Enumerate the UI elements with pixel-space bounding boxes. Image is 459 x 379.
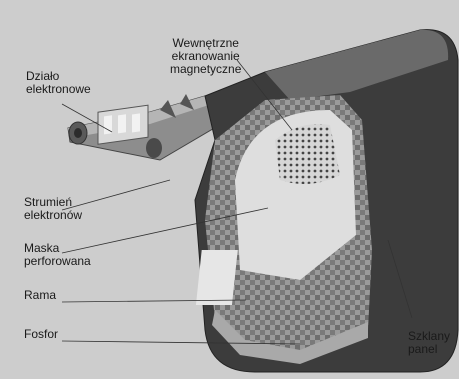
label-dzialo-elektronowe: Działo elektronowe (26, 70, 91, 96)
label-maska-perforowana: Maska perforowana (24, 242, 91, 268)
label-rama: Rama (24, 289, 56, 302)
frame (196, 250, 238, 305)
label-strumien-elektronow: Strumień elektronów (24, 196, 82, 222)
label-fosfor: Fosfor (24, 328, 58, 341)
label-wewnetrzne-ekranowanie: Wewnętrzne ekranowanie magnetyczne (170, 37, 241, 76)
label-szklany-panel: Szklany panel (408, 330, 450, 356)
